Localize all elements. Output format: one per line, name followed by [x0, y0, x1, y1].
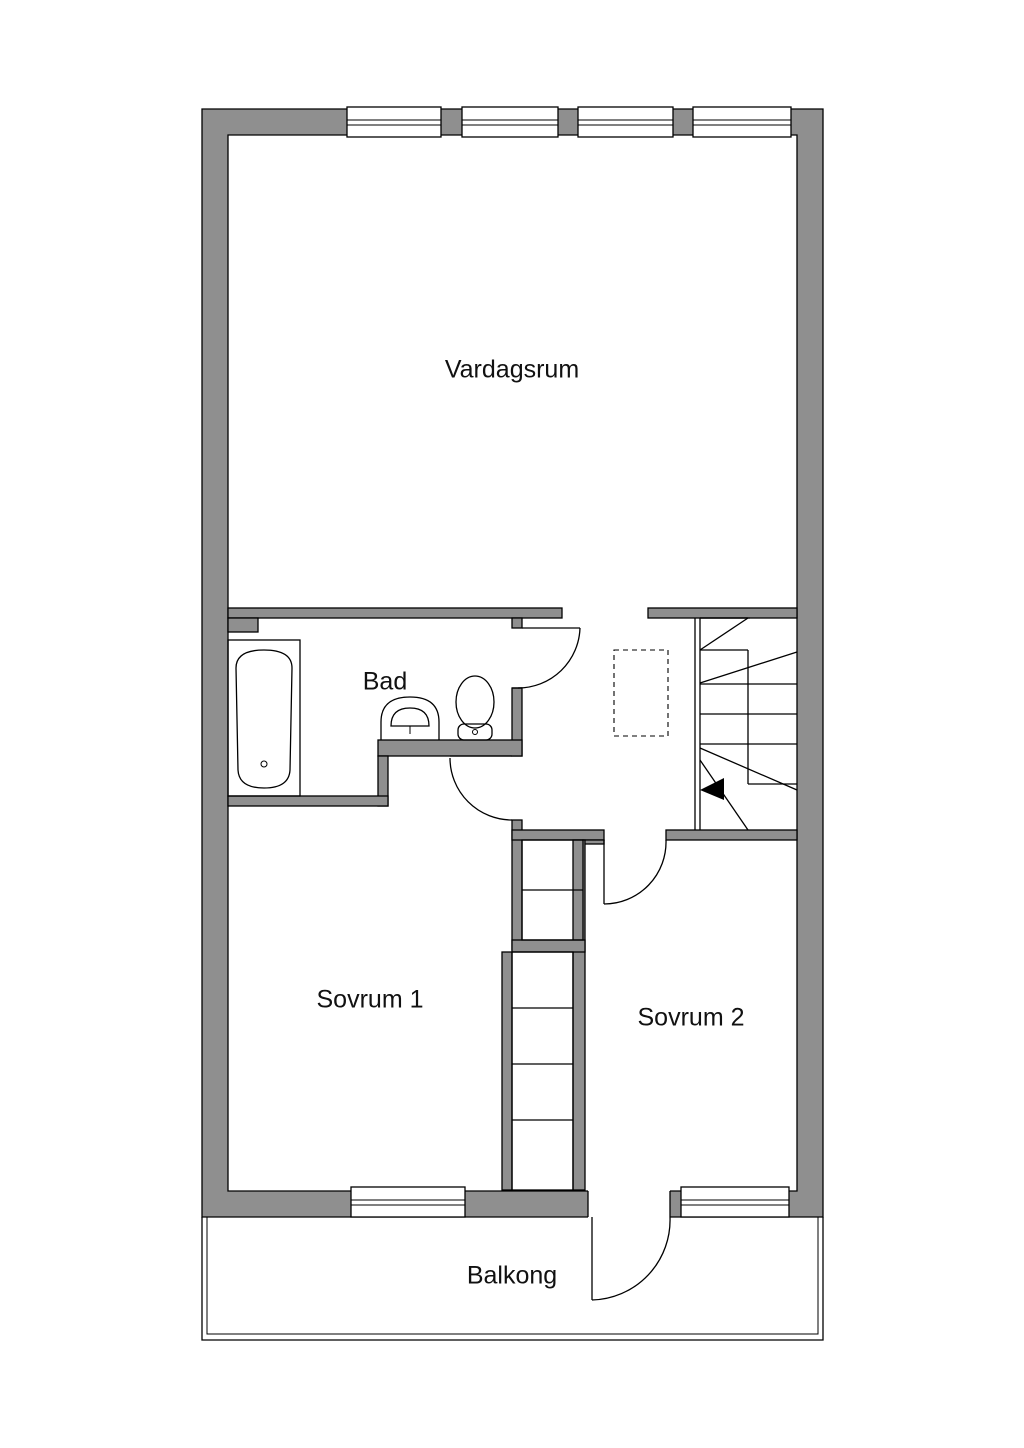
roof-hatch — [613, 649, 669, 737]
stair-arrow-icon — [700, 778, 724, 800]
inner-walls — [501, 819, 798, 1191]
room-label-vardagsrum: Vardagsrum — [444, 355, 580, 384]
bathroom-door — [512, 627, 581, 689]
wall-living-left — [227, 607, 563, 619]
staircase-icon — [694, 617, 798, 831]
wardrobe-sovrum1 — [511, 951, 574, 1191]
sink-icon — [380, 696, 440, 740]
room-label-bad: Bad — [362, 667, 408, 696]
bottom-windows — [350, 1186, 790, 1218]
toilet-icon — [455, 675, 495, 741]
balcony — [201, 1217, 824, 1341]
wall-living-right — [647, 607, 798, 619]
bathtub-icon — [227, 639, 301, 797]
balcony-door — [591, 1216, 671, 1301]
wardrobe-top — [521, 839, 584, 941]
sovrum2-door — [603, 839, 667, 905]
room-label-balkong: Balkong — [466, 1261, 558, 1290]
hall-door-left — [449, 755, 513, 821]
room-label-sovrum2: Sovrum 2 — [637, 1003, 745, 1032]
top-windows — [346, 106, 792, 138]
room-label-sovrum1: Sovrum 1 — [316, 985, 424, 1014]
bathroom-walls — [227, 617, 523, 807]
